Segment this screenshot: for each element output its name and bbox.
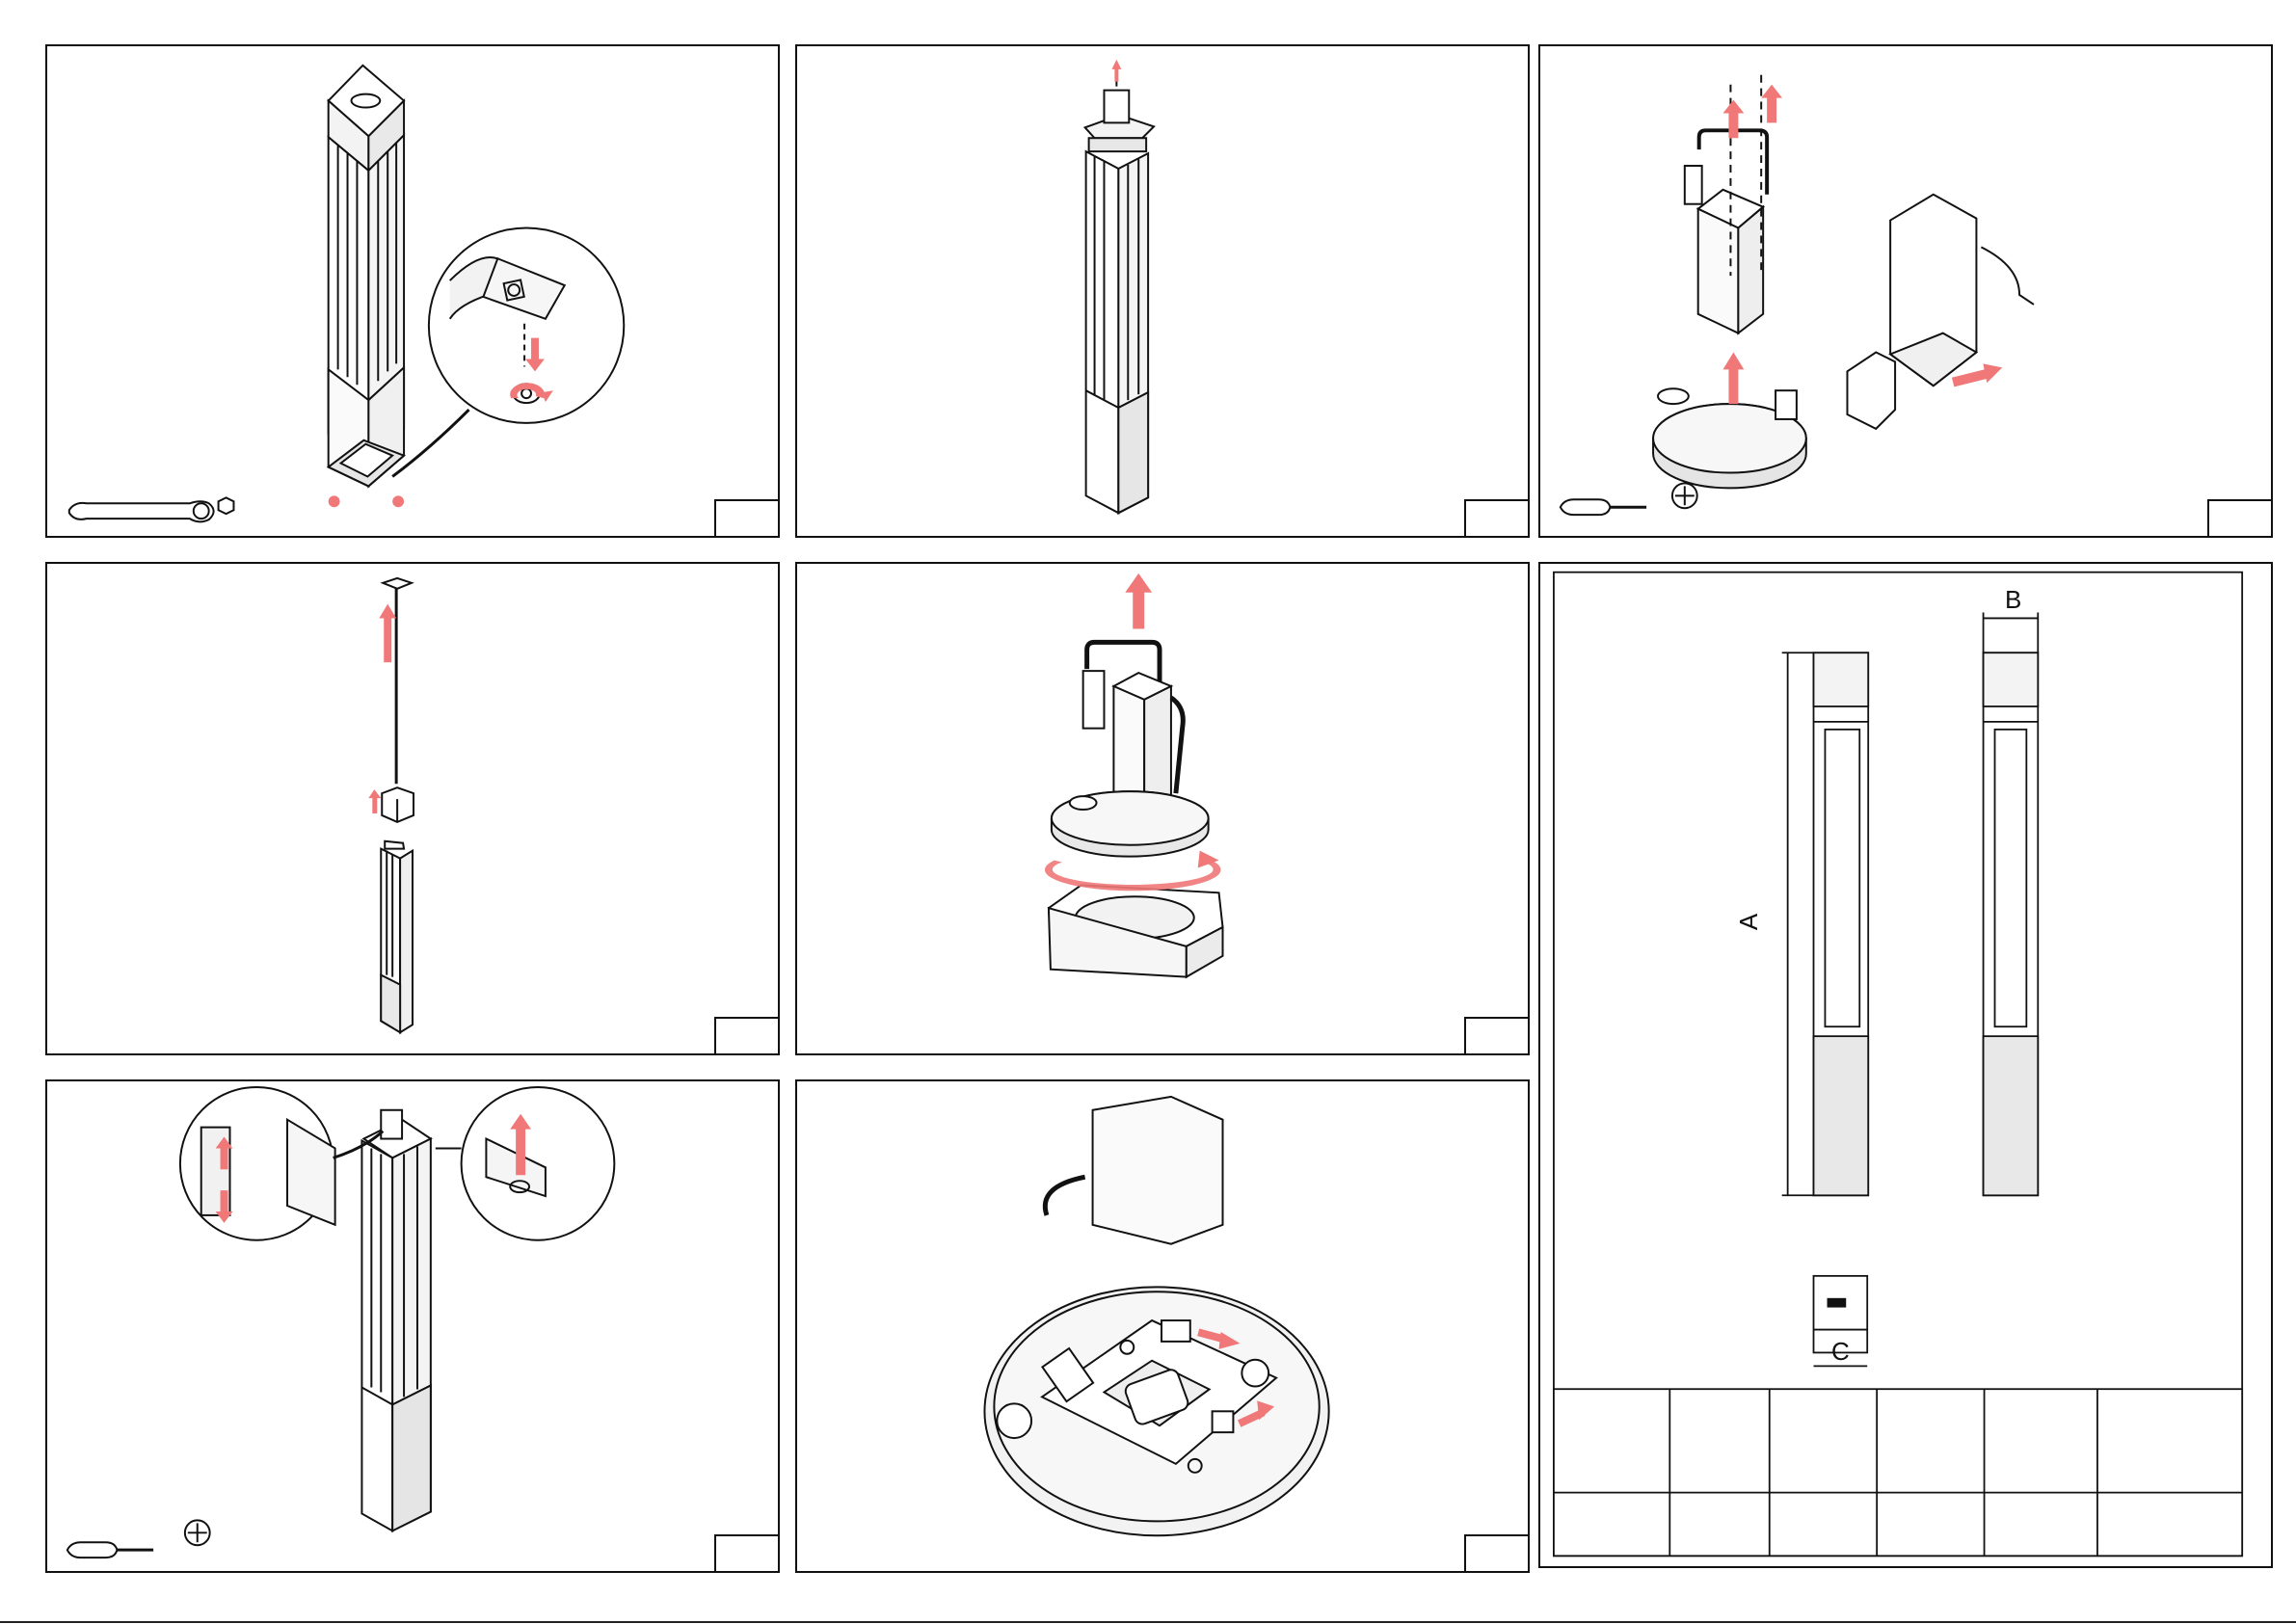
lamp-top-removal-illustration	[797, 46, 1528, 536]
instruction-panel-3	[1538, 44, 2273, 538]
dimension-label-b: B	[2005, 585, 2021, 615]
instruction-panel-2	[795, 44, 1530, 538]
top-connector-illustration	[47, 1081, 778, 1571]
step-number-box	[1464, 499, 1528, 536]
dimension-drawing	[1540, 564, 2271, 1566]
base-underside-illustration	[797, 1081, 1528, 1571]
driver-removal-illustration	[1540, 46, 2271, 536]
page-bottom-rule	[0, 1621, 2296, 1623]
instruction-panel-7	[45, 1079, 780, 1573]
lamp-base-disassembly-illustration	[47, 46, 778, 536]
instruction-panel-1	[45, 44, 780, 538]
instruction-panel-4	[45, 562, 780, 1055]
instruction-panel-8	[795, 1079, 1530, 1573]
step-number-box	[714, 499, 778, 536]
step-number-box	[714, 1017, 778, 1053]
rod-extraction-illustration	[47, 564, 778, 1053]
step-number-box	[1464, 1017, 1528, 1053]
step-number-box	[2207, 499, 2271, 536]
dimension-sheet: A B C	[1538, 562, 2273, 1568]
driver-unit-rotation-illustration	[797, 564, 1528, 1053]
step-number-box	[1464, 1534, 1528, 1571]
dimension-label-a: A	[1734, 914, 1764, 930]
instruction-panel-5	[795, 562, 1530, 1055]
step-number-box	[714, 1534, 778, 1571]
dimension-label-c: C	[1831, 1337, 1850, 1367]
